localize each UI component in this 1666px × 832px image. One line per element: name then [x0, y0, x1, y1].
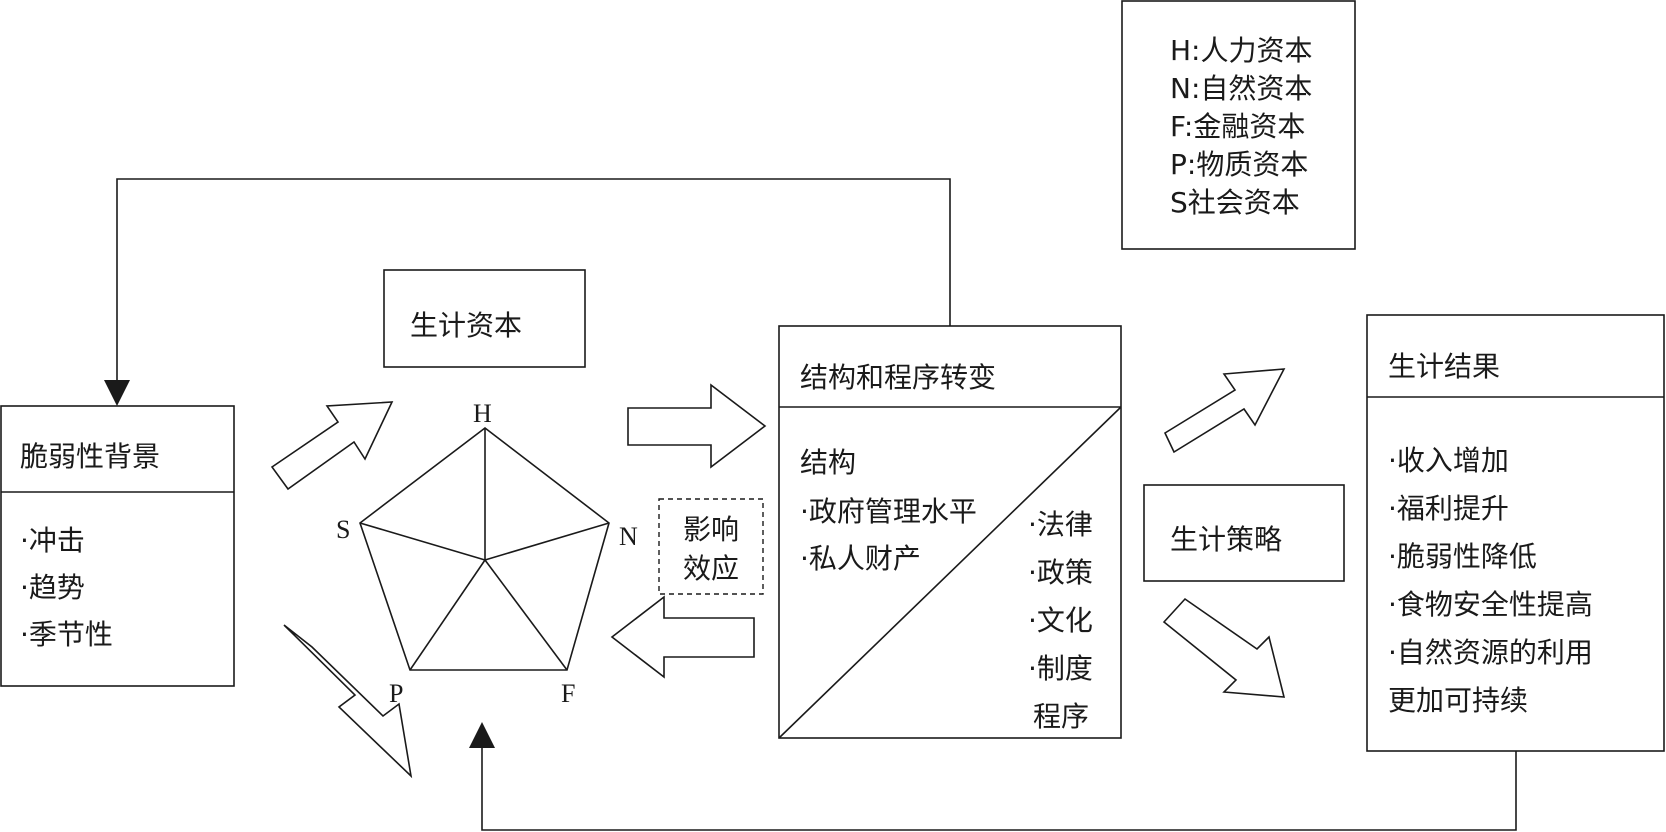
outcome-item-sustainable: 更加可持续	[1388, 684, 1528, 717]
arrow-capital-to-transform	[627, 383, 767, 469]
pentagon-vertex-s: S	[336, 515, 350, 544]
outcome-item-vulnerability: ·脆弱性降低	[1388, 540, 1537, 573]
process-item-procedure: 程序	[1033, 700, 1089, 733]
outcome-item-natural-resource: ·自然资源的利用	[1388, 636, 1593, 669]
arrow-transform-to-outcomes-up	[1163, 368, 1286, 454]
legend-line-social: S社会资本	[1170, 186, 1300, 219]
outcome-item-food-security: ·食物安全性提高	[1388, 588, 1593, 621]
strategy-title: 生计策略	[1170, 523, 1282, 556]
pentagon-vertex-f: F	[561, 679, 575, 708]
arrow-transform-to-capital	[610, 595, 755, 679]
feedback-arrow-bottom	[469, 722, 1517, 831]
transform-box: 结构和程序转变 结构 ·政府管理水平 ·私人财产 ·法律 ·政策 ·文化 ·制度…	[778, 325, 1122, 739]
capital-pentagon: H N F P S	[336, 399, 638, 708]
legend-line-financial: F:金融资本	[1170, 110, 1305, 143]
structure-heading: 结构	[800, 446, 856, 479]
vulnerability-item-seasonality: ·季节性	[20, 618, 113, 651]
legend-line-human: H:人力资本	[1170, 34, 1313, 67]
vulnerability-item-trend: ·趋势	[20, 571, 85, 604]
pentagon-vertex-h: H	[473, 399, 492, 428]
pentagon-vertex-n: N	[619, 522, 638, 551]
influence-line-1: 影响	[683, 513, 739, 546]
legend-line-natural: N:自然资本	[1170, 72, 1312, 105]
arrow-transform-to-outcomes-down	[1162, 597, 1286, 698]
transform-title: 结构和程序转变	[800, 361, 996, 394]
livelihood-outcomes-box: 生计结果 ·收入增加 ·福利提升 ·脆弱性降低 ·食物安全性提高 ·自然资源的利…	[1366, 314, 1665, 752]
arrow-vulnerability-to-capital-down	[283, 624, 413, 779]
structure-item-government: ·政府管理水平	[800, 495, 977, 528]
process-item-law: ·法律	[1028, 508, 1093, 541]
process-item-policy: ·政策	[1028, 556, 1093, 589]
outcome-item-income: ·收入增加	[1388, 444, 1509, 477]
arrow-vulnerability-to-capital-up	[270, 401, 394, 491]
outcome-item-welfare: ·福利提升	[1388, 492, 1509, 525]
livelihood-strategy-box: 生计策略	[1143, 484, 1345, 582]
process-item-institution: ·制度	[1028, 652, 1093, 685]
influence-effect-box: 影响 效应	[658, 498, 764, 595]
structure-item-property: ·私人财产	[800, 542, 921, 575]
feedback-arrow-top	[104, 178, 951, 406]
vulnerability-item-shock: ·冲击	[20, 524, 85, 557]
capital-title: 生计资本	[410, 309, 522, 342]
legend-box: H:人力资本 N:自然资本 F:金融资本 P:物质资本 S社会资本	[1121, 0, 1356, 250]
outcomes-title: 生计结果	[1388, 350, 1500, 383]
influence-line-2: 效应	[683, 552, 739, 585]
vulnerability-context-box: 脆弱性背景 ·冲击 ·趋势 ·季节性	[0, 405, 235, 687]
livelihood-capital-box: 生计资本	[383, 269, 586, 368]
process-item-culture: ·文化	[1028, 604, 1093, 637]
vulnerability-title: 脆弱性背景	[20, 440, 160, 473]
legend-line-physical: P:物质资本	[1170, 148, 1308, 181]
pentagon-vertex-p: P	[389, 679, 403, 708]
